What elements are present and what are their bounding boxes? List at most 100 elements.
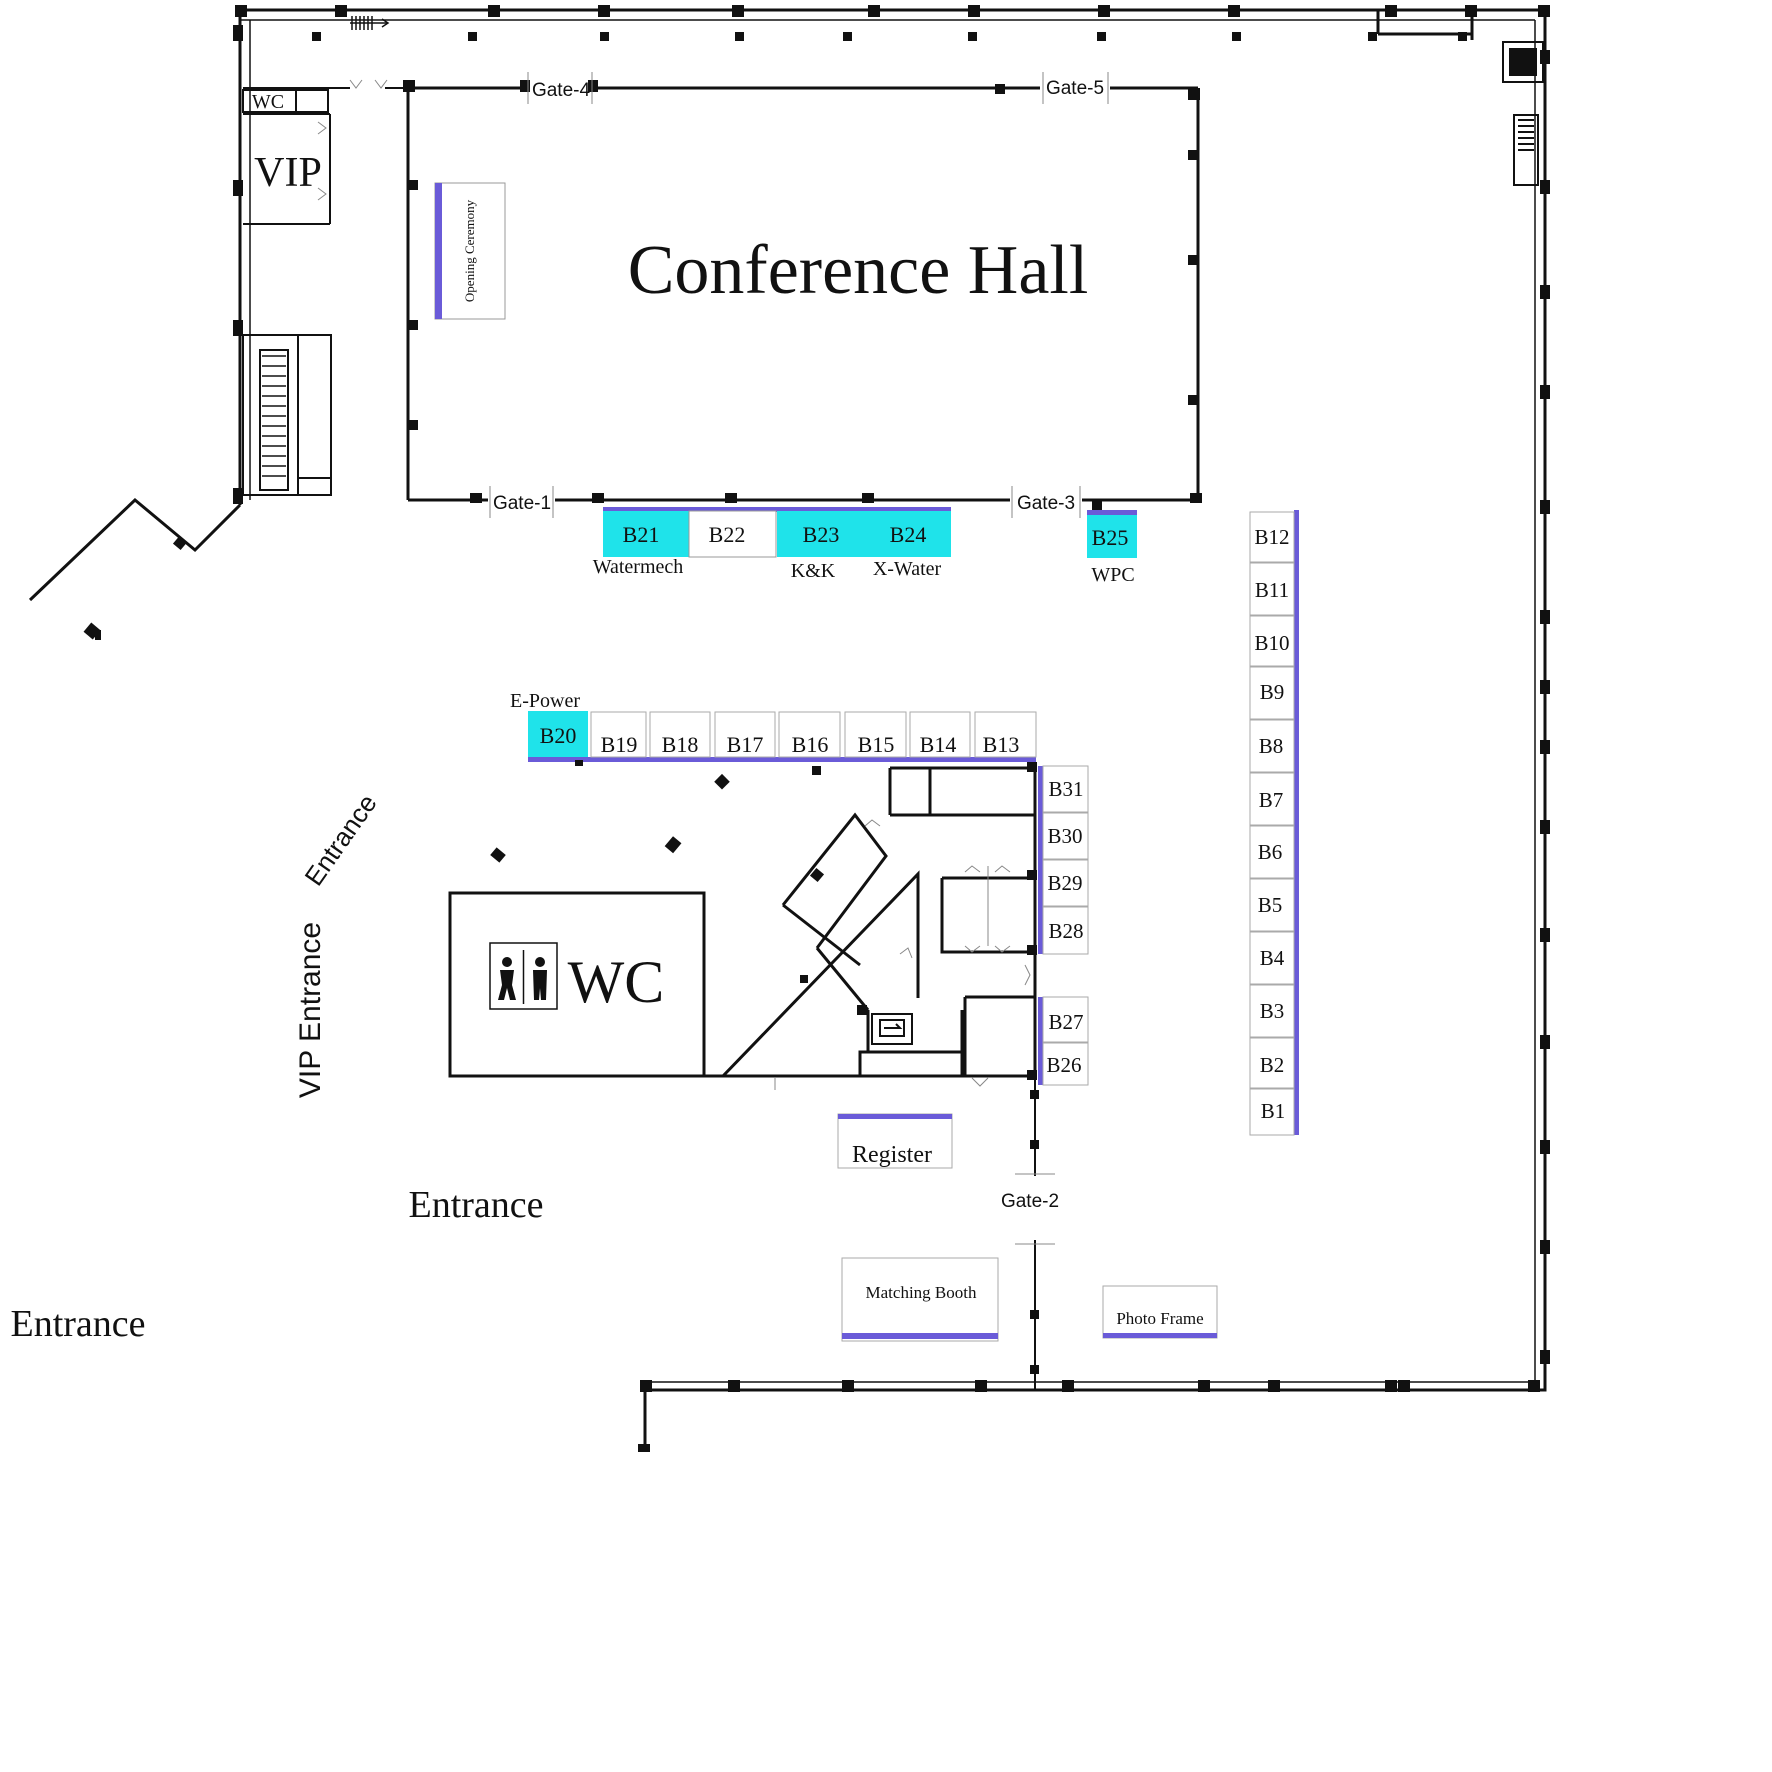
booth-b12[interactable]: B12: [1249, 511, 1295, 563]
restroom-icon: [489, 942, 558, 1010]
booth-b4[interactable]: B4: [1249, 931, 1295, 985]
service-block-columns: [490, 760, 1037, 1080]
gate-4[interactable]: Gate-4: [532, 80, 591, 101]
booth-b23-label: B23: [803, 522, 840, 547]
service-door-marks: [774, 819, 1031, 1090]
gate-1[interactable]: Gate-1: [493, 493, 551, 514]
booth-b1[interactable]: B1: [1249, 1088, 1295, 1136]
booth-b13[interactable]: B13: [974, 711, 1037, 758]
matching-booth[interactable]: Matching Booth: [841, 1257, 999, 1342]
booth-b30[interactable]: B30: [1042, 812, 1089, 860]
conference-hall-columns: [403, 80, 1202, 510]
booth-b2-label: B2: [1260, 1053, 1285, 1077]
stairs-left: [262, 355, 286, 477]
gate-3-label: Gate-3: [1017, 493, 1075, 514]
booth-b20-label: B20: [540, 723, 577, 748]
register-label: Register: [852, 1142, 932, 1168]
booth-b3[interactable]: B3: [1249, 984, 1295, 1038]
booth-b7[interactable]: B7: [1249, 772, 1295, 826]
booth-b19[interactable]: B19: [590, 711, 647, 758]
booth-b23[interactable]: B23: [777, 511, 864, 557]
booth-b19-label: B19: [601, 732, 638, 757]
booth-row-hall: [603, 507, 1137, 515]
entrance-vip[interactable]: VIP Entrance: [294, 922, 327, 1098]
entrance-side[interactable]: Entrance: [298, 789, 382, 891]
booth-b29-label: B29: [1047, 871, 1082, 895]
booth-b17[interactable]: B17: [714, 711, 776, 758]
booth-b30-label: B30: [1047, 824, 1082, 848]
matching-booth-accent: [842, 1333, 998, 1339]
booth-b31-label: B31: [1048, 777, 1083, 801]
photo-frame-label: Photo Frame: [1116, 1309, 1203, 1328]
entrance-side-label: Entrance: [298, 789, 382, 891]
booth-b3-label: B3: [1260, 999, 1285, 1023]
booth-b31[interactable]: B31: [1042, 765, 1089, 813]
wc-small-label: WC: [252, 91, 284, 113]
exhibitor-x-water: X-Water: [873, 558, 942, 580]
hall-gate-doors: [489, 72, 1109, 518]
booth-b10[interactable]: B10: [1249, 615, 1295, 667]
gate-5[interactable]: Gate-5: [1046, 78, 1104, 99]
gate-4-label: Gate-4: [532, 80, 591, 101]
booth-b6[interactable]: B6: [1249, 825, 1295, 879]
gate-3[interactable]: Gate-3: [1017, 493, 1075, 514]
booth-b24[interactable]: B24: [864, 511, 951, 557]
outer-wall-columns: [83, 5, 1550, 1452]
vip-room[interactable]: VIP: [254, 150, 322, 196]
booth-b22-label: B22: [709, 522, 746, 547]
matching-booth-label: Matching Booth: [866, 1283, 977, 1302]
service-stairs: [871, 1013, 913, 1045]
stairs-top-right: [1513, 114, 1539, 186]
gate-2[interactable]: Gate-2: [1001, 1191, 1059, 1212]
opening-ceremony-stage[interactable]: Opening Ceremony: [434, 182, 506, 320]
vip-door-marks: [317, 79, 388, 201]
booth-b29[interactable]: B29: [1042, 859, 1089, 907]
left-wing-walls: [242, 87, 408, 496]
gate-1-label: Gate-1: [493, 493, 551, 514]
exhibitor-watermech: Watermech: [593, 556, 684, 578]
booth-b9[interactable]: B9: [1249, 666, 1295, 720]
booth-b11[interactable]: B11: [1249, 562, 1295, 616]
service-block-walls: [448, 766, 1037, 1078]
gate-2-wall-columns: [1030, 1090, 1039, 1374]
booth-b11-label: B11: [1255, 578, 1289, 602]
wc-main[interactable]: WC: [489, 942, 664, 1015]
booth-b18[interactable]: B18: [649, 711, 711, 758]
booth-b28[interactable]: B28: [1042, 906, 1089, 955]
booth-b16[interactable]: B16: [778, 711, 841, 758]
entrance-vip-label: VIP Entrance: [294, 922, 327, 1098]
booth-b8-label: B8: [1259, 734, 1284, 758]
booth-b21[interactable]: B21: [603, 511, 689, 557]
gate-2-door-marks: [1015, 1173, 1055, 1245]
booth-b25[interactable]: B25: [1087, 515, 1137, 558]
booth-row-middle: [528, 757, 1036, 762]
booth-b14[interactable]: B14: [909, 711, 971, 758]
booth-b8[interactable]: B8: [1249, 719, 1295, 773]
conference-hall-title: Conference Hall: [628, 232, 1089, 309]
booth-b6-label: B6: [1258, 840, 1283, 864]
booth-b16-label: B16: [792, 732, 829, 757]
entrance-left-label: Entrance: [10, 1303, 145, 1345]
booth-b2[interactable]: B2: [1249, 1037, 1295, 1089]
booth-b5[interactable]: B5: [1249, 878, 1295, 932]
booth-b25-label: B25: [1092, 525, 1129, 550]
entrance-left[interactable]: Entrance: [10, 1303, 145, 1345]
opening-ceremony-accent: [435, 183, 442, 319]
booth-b26[interactable]: B26: [1042, 1042, 1089, 1086]
booth-b27-label: B27: [1048, 1010, 1083, 1034]
register-desk[interactable]: Register: [837, 1113, 953, 1169]
exhibitor-e-power: E-Power: [510, 690, 580, 712]
booth-b27[interactable]: B27: [1042, 996, 1089, 1043]
photo-frame[interactable]: Photo Frame: [1102, 1285, 1218, 1339]
booth-b15-label: B15: [858, 732, 895, 757]
elevator: [1502, 41, 1544, 83]
booth-b18-label: B18: [662, 732, 699, 757]
photo-frame-accent: [1103, 1333, 1217, 1338]
booth-b15[interactable]: B15: [844, 711, 907, 758]
booth-b22[interactable]: B22: [688, 510, 777, 558]
booth-b20[interactable]: B20: [528, 711, 588, 757]
entrance-main[interactable]: Entrance: [408, 1184, 543, 1226]
booth-b21-label: B21: [623, 522, 660, 547]
booth-column-side: [1038, 766, 1043, 1085]
